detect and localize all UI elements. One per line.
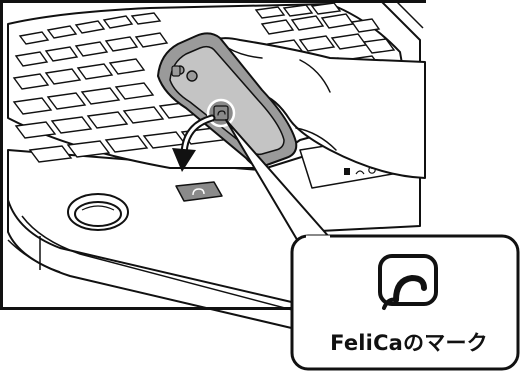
callout-label: FeliCaのマーク: [306, 322, 512, 362]
touchpad: [68, 194, 128, 230]
